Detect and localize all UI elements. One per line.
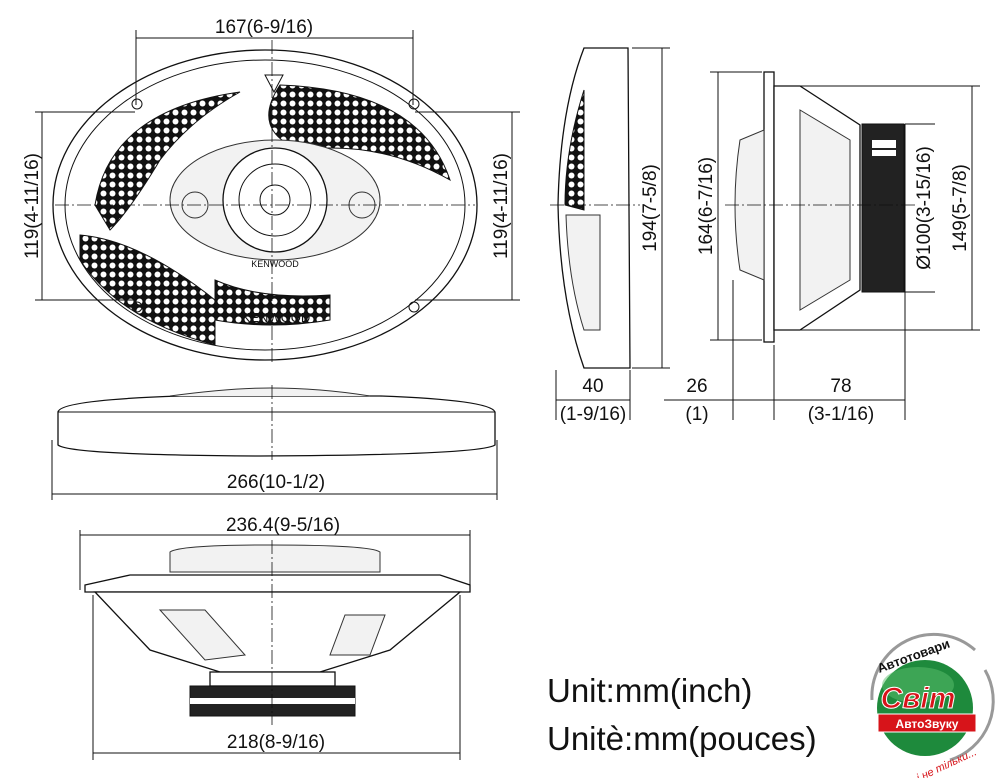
store-logo: Автотовари Світ АвтоЗвуку і не тільки... (870, 632, 995, 778)
side-height-label: 194(7-5/8) (640, 164, 661, 252)
top-profile-view: 266(10-1/2) (51, 385, 498, 500)
bottom-basket-width-label: 218(8-9/16) (227, 732, 325, 753)
mount-depth-mm-label: 78 (830, 376, 851, 397)
rear-side-view: 164(6-7/16) Ø100(3-15/16) 149(5-7/8) 26 … (664, 71, 980, 425)
front-brand-label: KENWOOD (242, 310, 311, 325)
side-depth-in-label: (1-9/16) (560, 404, 627, 425)
logo-main-text: Світ (881, 682, 956, 715)
bottom-flange-width-label: 236.4(9-5/16) (226, 515, 340, 536)
bottom-side-view: 236.4(9-5/16) 218(8-9/16) (79, 515, 471, 760)
front-view: KENWOOD KENWOOD 167(6-9/16) 119(4-11/16)… (22, 17, 520, 365)
rear-outer-height-label: 149(5-7/8) (950, 164, 971, 252)
overall-width-label: 266(10-1/2) (227, 472, 325, 493)
tweeter-brand-label: KENWOOD (251, 259, 299, 269)
front-height-left-label: 119(4-11/16) (22, 153, 43, 259)
logo-sub-text: АвтоЗвуку (896, 717, 959, 731)
side-view: 194(7-5/8) 40 (1-9/16) (550, 47, 670, 425)
magnet-diameter-label: Ø100(3-15/16) (914, 146, 935, 270)
front-width-label: 167(6-9/16) (215, 17, 313, 38)
flange-offset-in-label: (1) (685, 404, 708, 425)
unit-label-english: Unit:mm(inch) (547, 672, 752, 709)
rear-height-label: 164(6-7/16) (696, 157, 717, 255)
flange-offset-mm-label: 26 (686, 376, 707, 397)
side-depth-mm-label: 40 (582, 376, 603, 397)
mount-depth-in-label: (3-1/16) (808, 404, 875, 425)
front-height-right-label: 119(4-11/16) (491, 153, 512, 259)
unit-label-french: Unitè:mm(pouces) (547, 720, 817, 757)
